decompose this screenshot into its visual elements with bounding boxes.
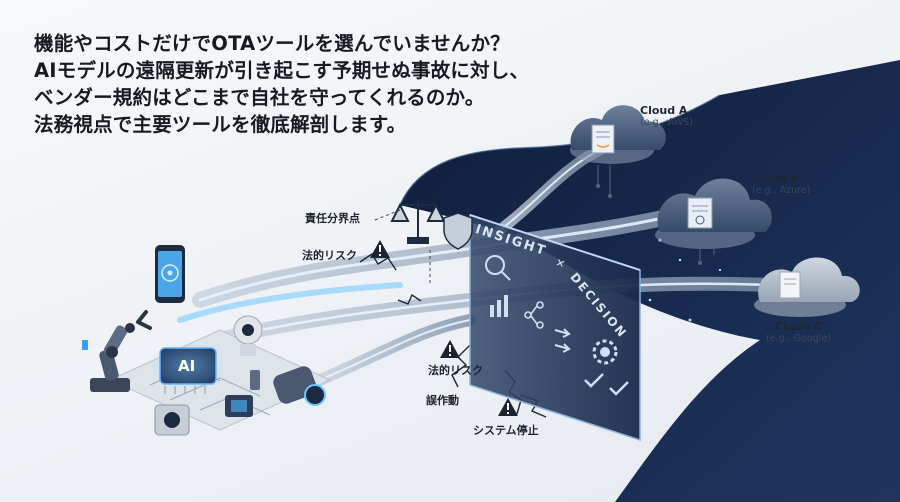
cloud-a-name: Cloud A [640,104,688,117]
robot-arm-icon [90,310,152,392]
headline-line-4: 法務視点で主要ツールを徹底解剖します。 [34,113,407,136]
chip-icon [225,395,253,417]
shield-icon [443,212,473,250]
cloud-a-example: (e.g., AWS) [640,117,693,128]
check-icons [584,373,629,396]
cloud-c-name: Cloud C [774,320,822,333]
ai-chip [148,342,228,394]
legal-risk-label-1: 法的リスク [302,249,357,262]
rugged-camera-icon [154,404,190,436]
warning-icon-2 [440,340,460,358]
headline-line-3: ベンダー規約はどこまで自社を守ってくれるのか。 [34,86,485,109]
sensor-icon [82,340,260,390]
headline-line-2: AIモデルの遠隔更新が引き起こす予期せぬ事故に対し、 [34,59,530,82]
malfunction-label: 誤作動 [426,394,459,407]
warning-icon-1 [370,240,390,258]
legal-risk-label-2: 法的リスク [428,364,483,377]
responsibility-point-label: 責任分界点 [305,212,360,225]
document-icon [779,271,801,299]
bar-chart-icon [490,295,508,317]
document-icon [687,197,713,229]
warning-icon-3 [498,398,518,416]
lens-device-icon [273,366,326,406]
cloud-a-label: Cloud A (e.g., AWS) [640,104,693,128]
cloud-c-label: Cloud C (e.g., Google) [766,320,831,344]
scale-icon [390,200,446,244]
cloud-b-name: Cloud B [752,172,800,185]
network-icon [524,301,544,329]
cloud-b-example: (e.g., Azure) [752,185,811,196]
smartphone-icon [155,245,185,303]
cloud-c-example: (e.g., Google) [766,333,831,344]
ai-chip-label: AI [178,357,196,375]
document-icon [591,124,615,154]
headline: 機能やコストだけでOTAツールを選んでいませんか？ AIモデルの遠隔更新が引き起… [34,30,529,138]
cloud-a [570,105,666,198]
insight-decision-panel [469,213,722,442]
cloud-b [655,178,772,265]
connector-lines [374,209,431,285]
magnifier-icon [485,255,505,275]
cloud-c [754,257,860,317]
gear-icon [592,339,618,365]
headline-line-1: 機能やコストだけでOTAツールを選んでいませんか？ [34,32,510,55]
camera-icon [233,315,263,356]
arrow-icons [554,328,571,353]
system-stop-label: システム停止 [473,424,539,437]
cloud-b-label: Cloud B (e.g., Azure) [752,172,810,196]
navy-swoosh-edge [399,94,721,206]
